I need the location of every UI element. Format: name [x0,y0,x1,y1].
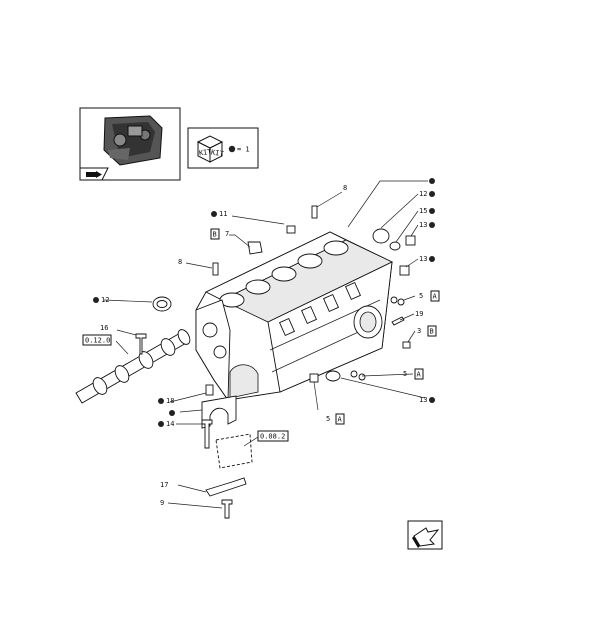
pin-19 [391,316,405,326]
dowel-18 [205,384,214,396]
engine-thumbnail [79,107,181,181]
kit-legend: KIT KIT = 1 [187,127,259,169]
callout-8-left: 8 [178,258,182,266]
kit-label-right: KIT [210,148,224,158]
engine-block [195,231,393,402]
callout-18: 18 [166,397,174,405]
plug-13-mid [399,265,410,276]
callout-13-mid: 13 [419,255,427,263]
callout-9: 9 [160,499,164,507]
callout-3: 3 [417,327,421,335]
bolt-9 [221,499,233,519]
callout-17: 17 [160,481,168,489]
dowel-pin-8-top [311,205,318,219]
next-page-arrow-icon[interactable] [407,520,443,550]
callout-13-top: 13 [419,221,427,229]
ref-box-0-12-0: 0.12.0 [85,337,110,345]
callout-5-lower: 5 [403,370,407,378]
legend-equals: = 1 [237,146,250,154]
callout-15: 15 [419,207,427,215]
plug-11 [286,225,296,234]
plug-13-top [405,235,416,246]
camshaft [75,329,191,404]
ring-12-top [372,228,390,244]
ref-box-5-lower: A [417,371,422,379]
callout-12-top: 12 [419,190,427,198]
boxed-refs: B A B A A 0.12.0 0.08.2 [82,228,440,442]
ring-15 [389,241,401,251]
legend-bullet [228,145,236,153]
plug-7 [247,241,263,255]
small-parts [135,205,416,519]
callout-16: 16 [100,324,108,332]
dowel-pin-8-left [212,262,219,276]
ref-box-3: B [430,328,434,336]
callout-13-bottom: 13 [419,396,427,404]
callouts: 8 11 12 15 13 13 7 8 12 16 19 5 3 5 18 1… [93,178,435,507]
bolt-16 [135,333,147,355]
callout-7: 7 [225,230,229,238]
cylinder-bores [219,240,349,308]
ref-box-7: B [213,231,217,239]
callout-bullet-top [429,178,435,184]
callout-14: 14 [166,420,174,428]
ref-box-0-08-2: 0.08.2 [260,433,285,441]
callout-5-upper: 5 [419,292,423,300]
callout-11-left: 11 [219,210,227,218]
callout-12-left: 12 [101,296,109,304]
callout-5-bottom: 5 [326,415,330,423]
ref-box-5-upper: A [433,293,438,301]
piston-0-08-2 [215,433,253,469]
callout-bullet-mid [169,410,175,416]
ref-box-5-bottom: A [338,416,343,424]
oil-jet-17 [205,477,247,497]
callout-8-top: 8 [343,184,347,192]
callout-19: 19 [415,310,423,318]
truck-arrow-icon [86,171,102,178]
bolt-14 [201,419,213,449]
kit-box-icon: KIT KIT [196,135,225,163]
main-bearing-cap [201,395,237,429]
leader-lines [103,180,428,509]
kit-label-left: KIT [198,148,212,158]
engine-thumbnail-image [103,115,163,166]
